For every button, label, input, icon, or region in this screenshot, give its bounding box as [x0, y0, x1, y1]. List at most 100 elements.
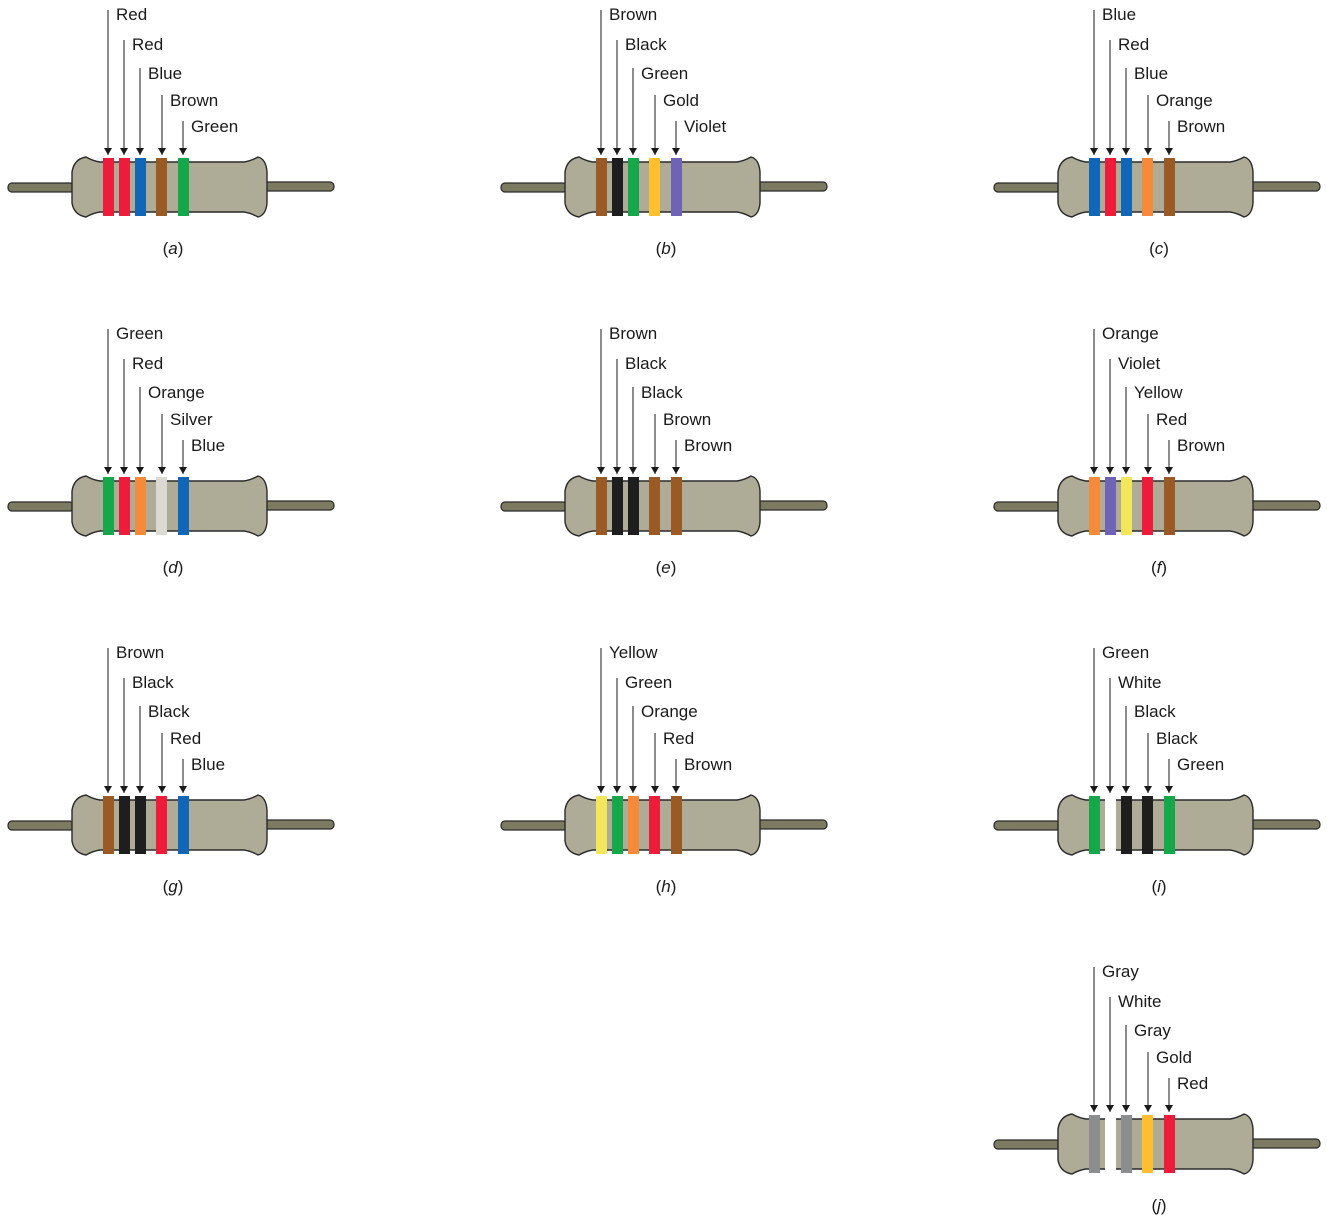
band-2	[1105, 796, 1116, 854]
band-1	[103, 477, 114, 535]
right-lead	[261, 819, 335, 830]
caption-letter: i	[1157, 877, 1162, 896]
band-2-label: Black	[132, 673, 174, 692]
band-4	[1142, 477, 1153, 535]
band-2-label: Black	[625, 354, 667, 373]
band-4-label: Red	[1156, 410, 1187, 429]
band-5-label: Red	[1177, 1074, 1208, 1093]
band-5-label: Green	[191, 117, 238, 136]
resistor-caption: (e)	[656, 558, 677, 577]
caption-letter: j	[1155, 1196, 1162, 1215]
band-3-label: Orange	[641, 702, 698, 721]
band-5-label: Green	[1177, 755, 1224, 774]
band-4-label: Brown	[170, 91, 218, 110]
band-4	[1142, 158, 1153, 216]
resistor-body	[1057, 1113, 1254, 1175]
band-1	[1089, 158, 1100, 216]
band-2-label: White	[1118, 992, 1161, 1011]
band-2	[1105, 1115, 1116, 1173]
left-lead	[7, 501, 75, 512]
band-2	[119, 477, 130, 535]
left-lead	[993, 182, 1061, 193]
band-5-label: Violet	[684, 117, 726, 136]
band-1-label: Red	[116, 5, 147, 24]
band-3-label: Black	[148, 702, 190, 721]
band-4-label: Orange	[1156, 91, 1213, 110]
left-lead	[500, 820, 568, 831]
resistor-caption: (d)	[163, 558, 184, 577]
band-2	[612, 796, 623, 854]
band-2	[612, 477, 623, 535]
band-3-label: Yellow	[1134, 383, 1183, 402]
band-3-label: Orange	[148, 383, 205, 402]
band-4	[1142, 796, 1153, 854]
band-3	[628, 796, 639, 854]
band-4-label: Brown	[663, 410, 711, 429]
band-4	[649, 796, 660, 854]
right-lead	[754, 819, 828, 830]
band-5	[671, 796, 682, 854]
band-4-label: Red	[170, 729, 201, 748]
band-1-label: Blue	[1102, 5, 1136, 24]
band-2-label: Violet	[1118, 354, 1160, 373]
left-lead	[993, 820, 1061, 831]
resistor-caption: (g)	[163, 877, 184, 896]
band-5	[178, 158, 189, 216]
resistor-caption: (a)	[163, 239, 184, 258]
right-lead	[1247, 500, 1321, 511]
band-3-label: Blue	[148, 64, 182, 83]
band-1-label: Gray	[1102, 962, 1139, 981]
resistor-caption: (b)	[656, 239, 677, 258]
band-5-label: Brown	[684, 755, 732, 774]
band-2-label: Red	[1118, 35, 1149, 54]
band-4-label: Gold	[663, 91, 699, 110]
left-lead	[7, 820, 75, 831]
caption-letter: c	[1155, 239, 1164, 258]
left-lead	[7, 182, 75, 193]
left-lead	[993, 1139, 1061, 1150]
right-lead	[261, 500, 335, 511]
band-3	[135, 796, 146, 854]
band-2	[1105, 158, 1116, 216]
right-lead	[1247, 819, 1321, 830]
band-1-label: Green	[116, 324, 163, 343]
right-lead	[261, 181, 335, 192]
band-3	[135, 477, 146, 535]
resistor-body	[564, 156, 761, 218]
resistor-caption: (j)	[1151, 1196, 1166, 1215]
band-4-label: Black	[1156, 729, 1198, 748]
left-lead	[993, 501, 1061, 512]
band-5-label: Blue	[191, 755, 225, 774]
band-3	[1121, 477, 1132, 535]
band-1-label: Brown	[116, 643, 164, 662]
left-lead	[500, 182, 568, 193]
band-3-label: Gray	[1134, 1021, 1171, 1040]
band-1	[596, 477, 607, 535]
band-4	[156, 158, 167, 216]
band-3	[1121, 1115, 1132, 1173]
band-2	[119, 796, 130, 854]
resistor-caption: (f)	[1151, 558, 1167, 577]
band-5	[1164, 1115, 1175, 1173]
resistor-body	[1057, 156, 1254, 218]
band-5-label: Brown	[684, 436, 732, 455]
band-4	[156, 796, 167, 854]
band-1	[596, 158, 607, 216]
right-lead	[1247, 1138, 1321, 1149]
caption-letter: a	[168, 239, 177, 258]
band-3	[1121, 158, 1132, 216]
band-4	[1142, 1115, 1153, 1173]
band-1-label: Green	[1102, 643, 1149, 662]
band-3-label: Black	[641, 383, 683, 402]
band-4	[649, 158, 660, 216]
resistor-body	[564, 794, 761, 856]
band-4-label: Gold	[1156, 1048, 1192, 1067]
